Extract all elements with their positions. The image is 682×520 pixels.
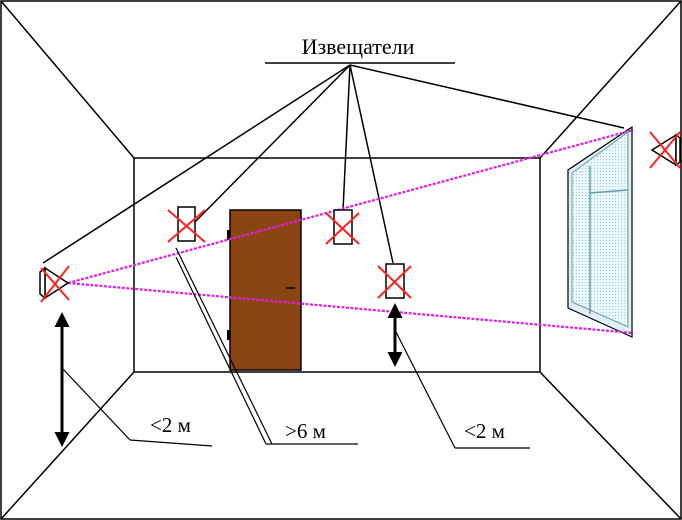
back-wall: [133, 157, 541, 373]
detector-right-wall: [649, 131, 681, 169]
ceiling-detector-icon: [325, 209, 360, 245]
detector-ceiling-2: [325, 209, 360, 245]
middle-distance-label: >6 м: [285, 419, 326, 443]
wall-detector-left-icon: [39, 265, 70, 303]
detector-ceiling-3: [377, 263, 412, 299]
detector-ceiling-1: [167, 206, 206, 243]
door: [227, 209, 302, 371]
beam-lines: [67, 128, 634, 335]
beam-lower: [67, 281, 634, 335]
detector-left-wall: [39, 265, 70, 303]
wall-detector-right-icon: [649, 131, 681, 169]
ceiling-detector-icon: [167, 206, 206, 243]
dimension-arrows: [54, 303, 403, 447]
ceiling-detector-icon: [377, 263, 412, 299]
beam-upper: [67, 128, 634, 285]
diagram-title: Извещатели: [302, 34, 415, 59]
left-distance-label: <2 м: [150, 413, 191, 437]
leader-lines: [61, 247, 530, 449]
pointer-lines: [42, 64, 625, 264]
window: [567, 125, 633, 338]
right-distance-label: <2 м: [464, 419, 505, 443]
